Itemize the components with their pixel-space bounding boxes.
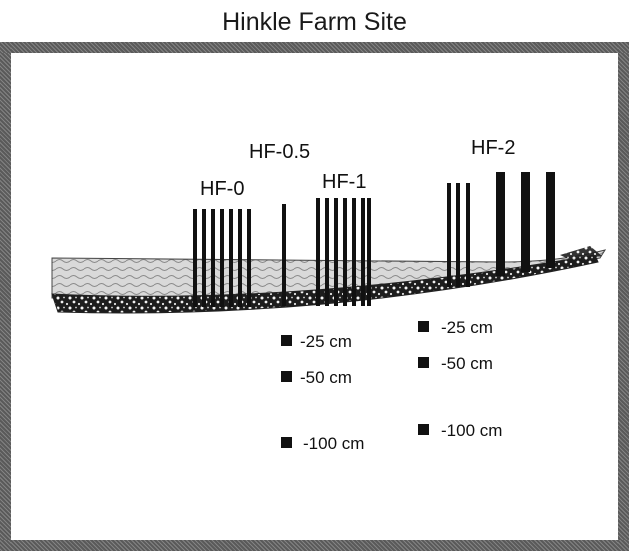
well: [367, 198, 371, 306]
wells-hf-0: [193, 209, 251, 307]
legend-left: -25 cm -50 cm -100 cm: [281, 332, 364, 453]
well: [521, 172, 530, 272]
well: [193, 209, 197, 307]
well: [238, 209, 242, 307]
well: [220, 209, 224, 307]
legend-marker: [418, 424, 429, 435]
site-label-hf-1: HF-1: [322, 171, 366, 193]
well: [334, 198, 338, 306]
site-label-hf-0.5: HF-0.5: [249, 141, 310, 163]
well: [456, 183, 460, 287]
legend-right: -25 cm -50 cm -100 cm: [418, 318, 502, 440]
wells-hf-2-shallow: [447, 183, 470, 287]
legend-marker: [418, 321, 429, 332]
well: [496, 172, 505, 276]
well: [316, 198, 320, 306]
site-label-hf-0: HF-0: [200, 178, 244, 200]
diagram-title: Hinkle Farm Site: [222, 8, 407, 36]
well: [361, 198, 365, 306]
well-hf-0.5: [282, 204, 286, 306]
well: [325, 198, 329, 306]
legend-label: -25 cm: [441, 318, 493, 337]
well: [352, 198, 356, 306]
well: [343, 198, 347, 306]
stream-edge: [560, 246, 602, 262]
well: [546, 172, 555, 268]
well: [247, 209, 251, 307]
legend-marker: [418, 357, 429, 368]
well: [466, 183, 470, 287]
legend-label: -100 cm: [303, 434, 364, 453]
legend-label: -50 cm: [441, 354, 493, 373]
legend-label: -25 cm: [300, 332, 352, 351]
site-label-hf-2: HF-2: [471, 137, 515, 159]
well: [447, 183, 451, 287]
legend-label: -50 cm: [300, 368, 352, 387]
legend-marker: [281, 335, 292, 346]
well: [229, 209, 233, 307]
well: [211, 209, 215, 307]
legend-label: -100 cm: [441, 421, 502, 440]
wells-hf-1: [316, 198, 371, 306]
legend-marker: [281, 371, 292, 382]
well: [202, 209, 206, 307]
wells-hf-2-deep: [496, 172, 555, 276]
legend-marker: [281, 437, 292, 448]
